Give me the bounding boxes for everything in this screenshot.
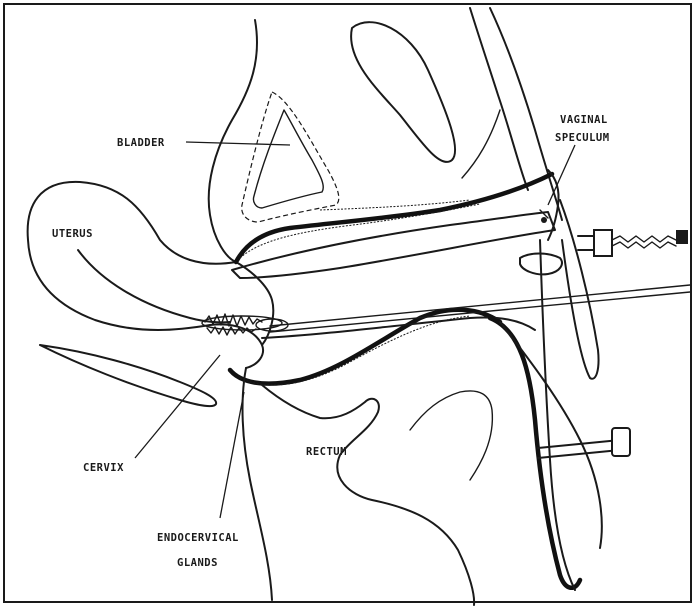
uterus-outline <box>28 182 263 368</box>
anterior-contour <box>462 110 500 178</box>
label-cervix: CERVIX <box>83 462 124 474</box>
swab-shaft <box>270 285 690 326</box>
bladder-leader <box>186 142 290 145</box>
speculum-upper-blade <box>232 212 555 278</box>
label-vaginal: VAGINAL <box>560 114 608 126</box>
thumb-screw-thread <box>612 236 676 242</box>
label-speculum: SPECULUM <box>555 132 610 144</box>
label-endocervical: ENDOCERVICAL <box>157 532 239 544</box>
pelvic-floor-line <box>40 345 216 406</box>
speculum-hinge <box>541 217 547 223</box>
figure-border <box>4 4 691 602</box>
anterior-body-outline <box>470 8 528 190</box>
swab-shaft-2 <box>270 292 690 332</box>
lower-screw-knob <box>612 428 630 456</box>
speculum-vertical-handle <box>490 318 580 588</box>
label-glands: GLANDS <box>177 557 218 569</box>
perineum-outline <box>500 322 602 548</box>
lower-screw-bar <box>538 440 620 448</box>
thumb-screw-thread-2 <box>612 242 676 248</box>
bladder-inner-wavy <box>253 110 323 208</box>
uterine-cavity-line <box>78 250 230 322</box>
label-rectum: RECTUM <box>306 446 347 458</box>
posterior-vaginal-wall <box>230 310 500 384</box>
pubic-bone-outline <box>351 22 455 162</box>
thumb-screw-knob <box>594 230 612 256</box>
rectum-inner <box>410 391 492 480</box>
label-bladder: BLADDER <box>117 137 165 149</box>
screw-mount <box>578 236 594 250</box>
label-uterus: UTERUS <box>52 228 93 240</box>
speculum-right-arm <box>560 200 599 379</box>
posterior-pelvic-contour <box>243 368 272 600</box>
rectum-outline <box>262 385 474 605</box>
endocervical-leader <box>220 392 244 518</box>
anterior-body-outline-2 <box>490 8 562 220</box>
bladder-outer-dashed <box>242 92 339 222</box>
cervix-outline <box>236 262 273 345</box>
thumb-screw-end <box>676 230 688 244</box>
posterior-wall-mucosa <box>240 316 470 385</box>
abdominal-outline <box>209 20 257 262</box>
